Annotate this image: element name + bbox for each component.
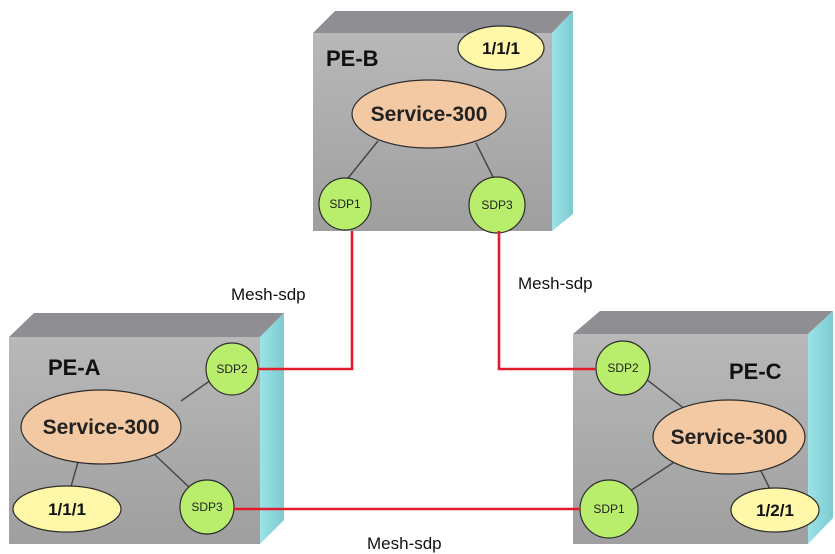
router-pe-c-title: PE-C — [729, 359, 782, 384]
router-pe-b-top-face — [313, 11, 573, 33]
pe-a-service-to-port-connector — [69, 461, 79, 491]
router-pe-c-side-face — [808, 311, 833, 544]
router-pe-b-side-face — [552, 11, 573, 231]
pe-a-service-to-sdp3-connector — [153, 453, 192, 490]
pe-b-sdp1-label: SDP1 — [329, 197, 361, 211]
pe-c-sdp2-label: SDP2 — [607, 361, 639, 375]
pe-b-service-to-sdp3-connector — [475, 142, 497, 184]
pe-b-sdp1-to-pe-a-sdp2-link — [258, 231, 354, 371]
mesh-sdp-label-pe-a-to-pe-c: Mesh-sdp — [367, 534, 442, 553]
mesh-sdp-label-pe-b-to-pe-c: Mesh-sdp — [518, 274, 593, 293]
pe-b-port-node — [457, 25, 545, 71]
pe-b-sdp3-to-pe-c-sdp2-link — [497, 231, 596, 371]
pe-c-service-node — [652, 399, 806, 475]
pe-b-sdp3-node — [468, 176, 526, 234]
pe-b-service-to-sdp1-connector — [343, 140, 379, 184]
pe-a-sdp3-label: SDP3 — [191, 500, 223, 514]
router-pe-b-title: PE-B — [326, 46, 379, 71]
pe-b-service-label: Service-300 — [371, 103, 488, 126]
pe-a-port-node — [12, 485, 122, 533]
pe-c-service-to-sdp1-connector — [626, 458, 680, 494]
pe-a-service-label: Service-300 — [43, 416, 160, 439]
pe-c-sdp1-label: SDP1 — [593, 502, 625, 516]
pe-a-sdp2-label: SDP2 — [216, 362, 248, 376]
pe-b-service-node — [351, 79, 507, 149]
pe-a-service-to-sdp2-connector — [180, 379, 212, 402]
pe-b-sdp3-label: SDP3 — [481, 198, 513, 212]
pe-b-sdp1-node — [318, 177, 372, 231]
router-pe-a-top-face — [9, 313, 284, 337]
router-pe-b: PE-B Service-300 1/1/1 SDP1 SDP3 — [313, 11, 573, 234]
pe-a-port-label: 1/1/1 — [48, 500, 86, 519]
router-pe-c-top-face — [573, 311, 833, 334]
router-pe-a: PE-A Service-300 SDP2 1/1/1 SDP3 — [9, 313, 284, 544]
pe-b-port-label: 1/1/1 — [482, 39, 520, 58]
mesh-sdp-label-pe-b-to-pe-a: Mesh-sdp — [231, 285, 306, 304]
pe-c-port-label: 1/2/1 — [756, 501, 794, 520]
pe-c-port-node — [730, 487, 820, 533]
pe-c-service-label: Service-300 — [671, 426, 788, 449]
router-pe-c: PE-C SDP2 Service-300 SDP1 1/2/1 — [573, 311, 833, 544]
pe-a-service-node — [20, 389, 182, 465]
router-pe-a-title: PE-A — [48, 355, 101, 380]
pe-a-sdp3-node — [179, 479, 235, 535]
router-pe-a-side-face — [260, 313, 284, 544]
